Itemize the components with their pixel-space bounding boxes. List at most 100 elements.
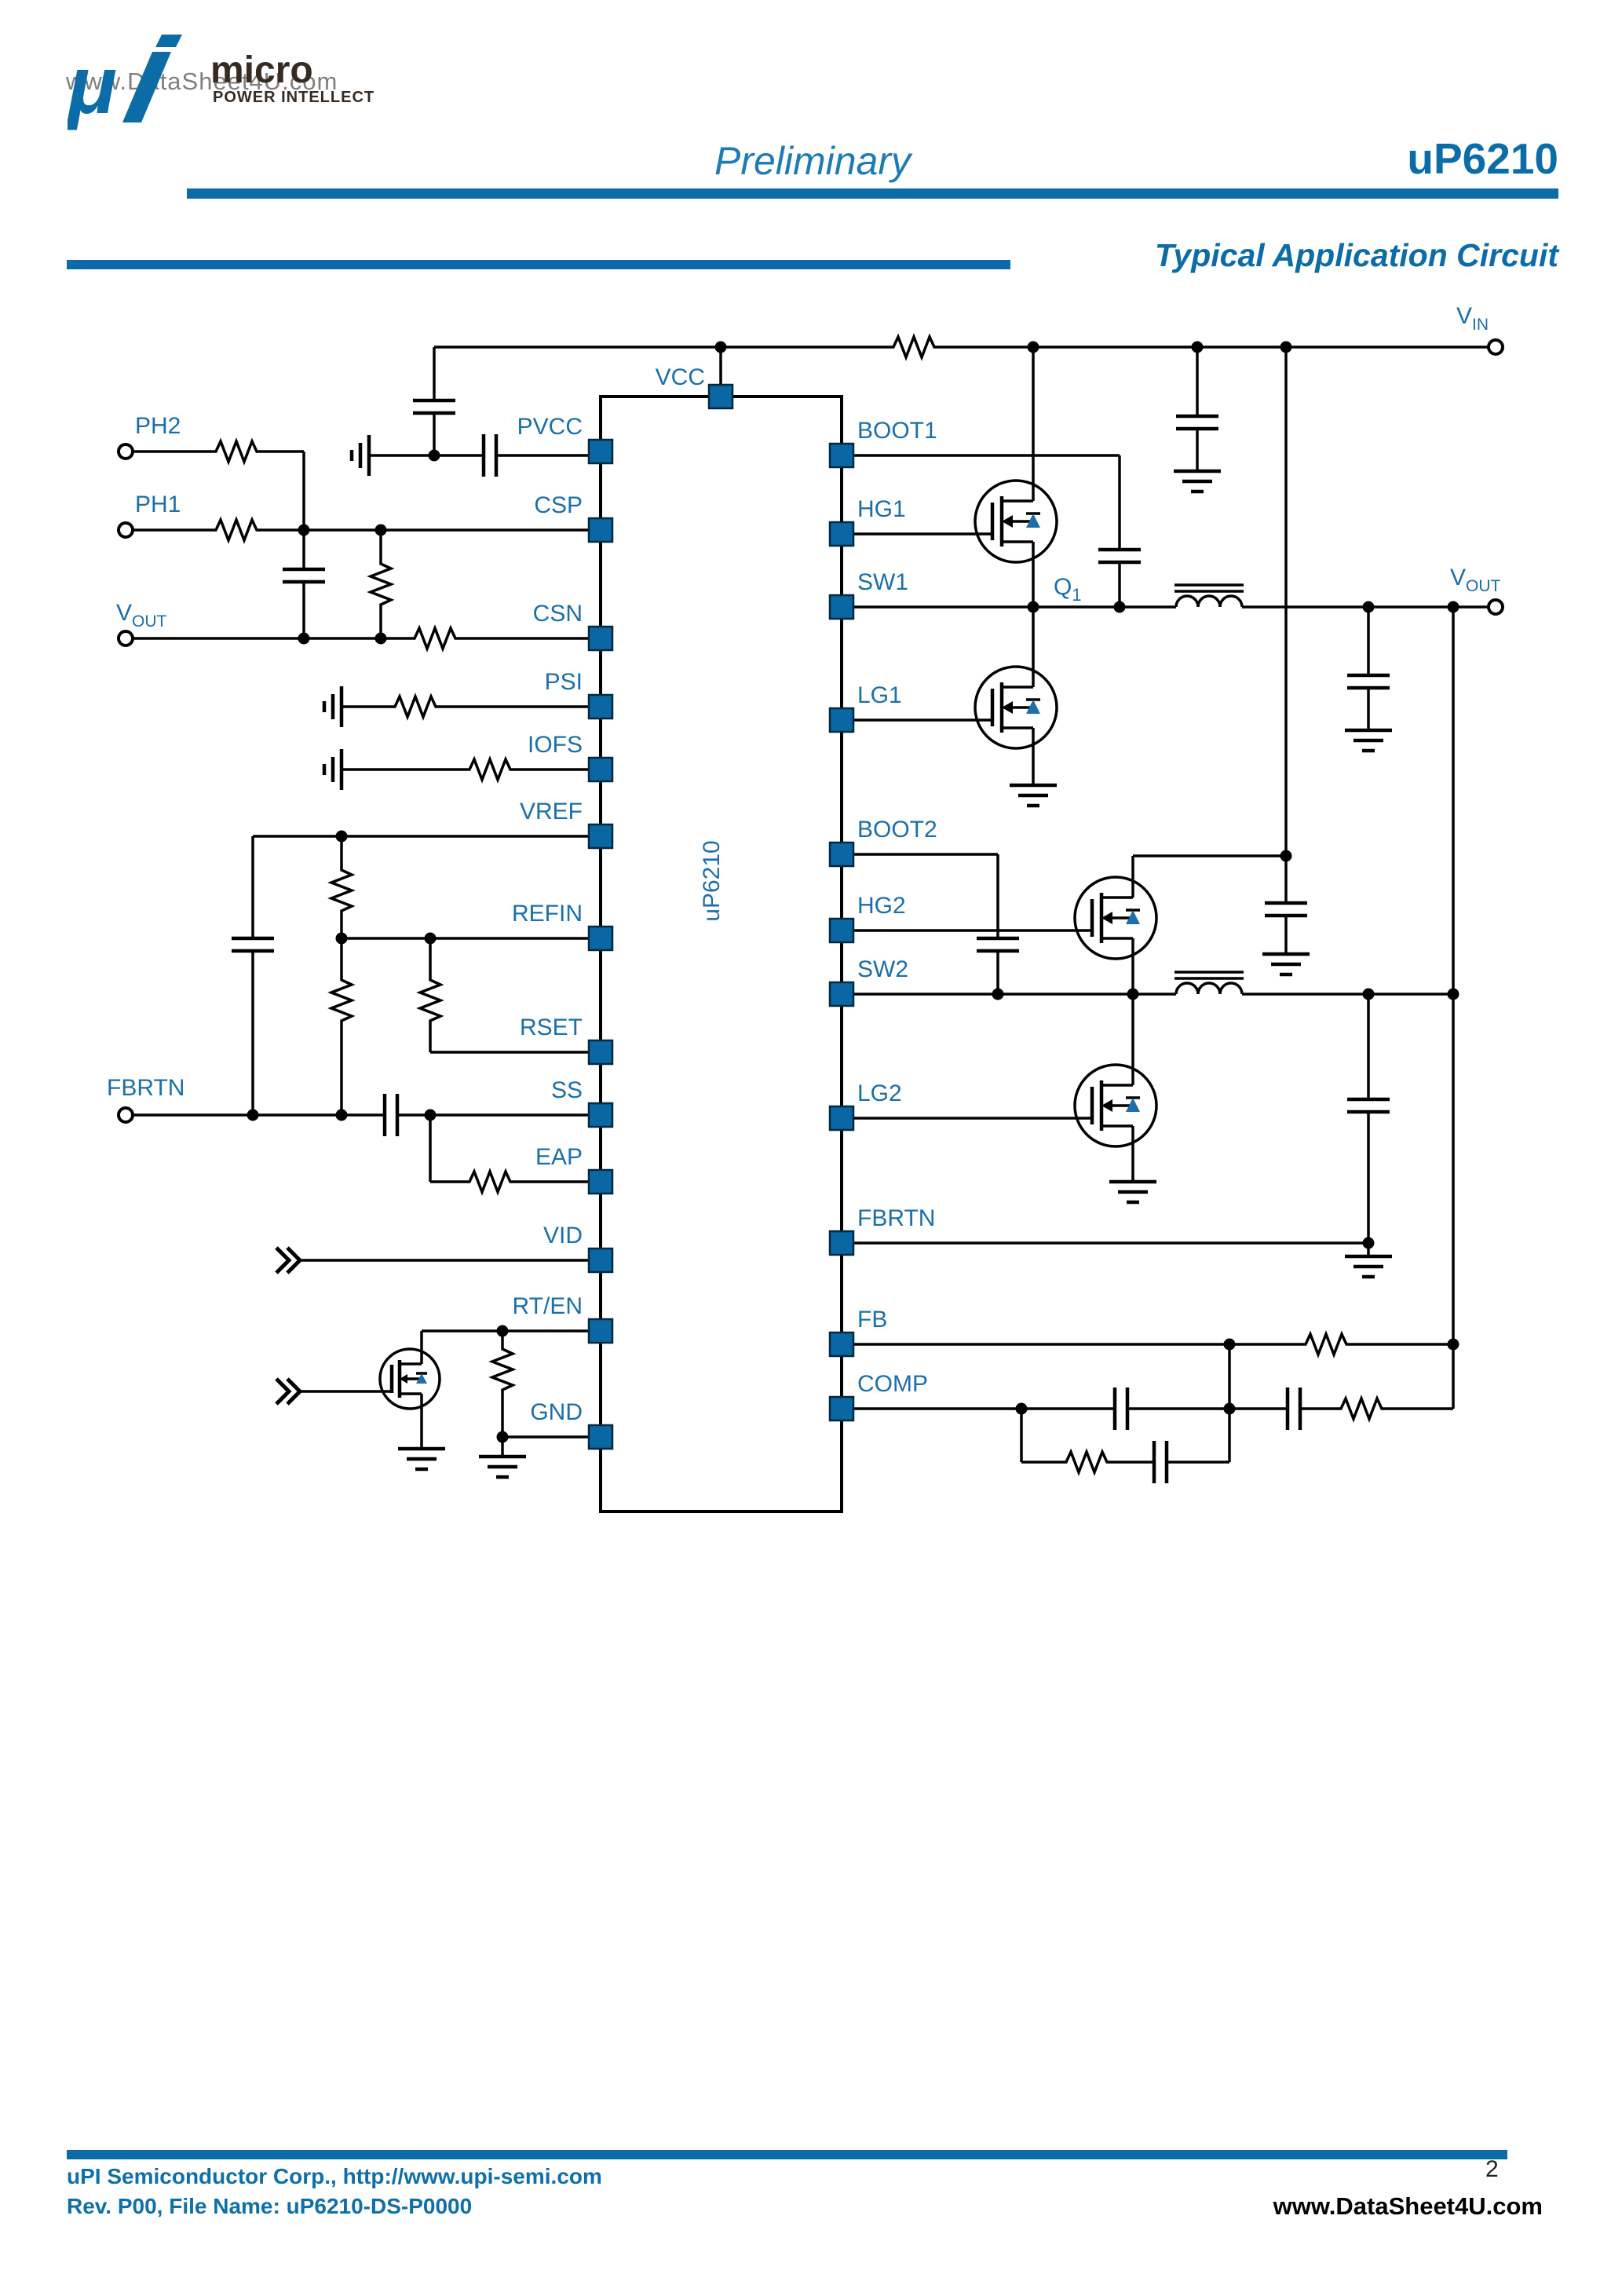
pin-label-hg1: HG1: [857, 496, 906, 522]
capacitor: [1176, 416, 1218, 429]
pin-label-gnd: GND: [530, 1399, 583, 1425]
capacitor: [1115, 1387, 1127, 1430]
pin-label-vid: VID: [543, 1223, 583, 1249]
terminal-vin: [1487, 338, 1504, 356]
pin-label-vref: VREF: [520, 799, 583, 824]
label-fbrtn: FBRTN: [107, 1075, 184, 1101]
ground-icon: [479, 1457, 526, 1477]
terminal-ph2: [117, 443, 134, 460]
pin-label-sw2: SW2: [857, 956, 908, 982]
vin-main: V: [1456, 303, 1472, 329]
pin-label-eap: EAP: [535, 1144, 583, 1170]
capacitor: [1288, 1387, 1300, 1430]
pin-vid: [587, 1247, 614, 1274]
mosfet-low-side-1: [975, 667, 1057, 748]
top-watermark: www.DataSheet4U.com: [66, 68, 338, 95]
vin-sub: IN: [1472, 316, 1489, 334]
pin-boot2: [828, 841, 855, 868]
mosfet-q1-high-side-1: [975, 481, 1057, 562]
resistor: [407, 627, 462, 650]
label-ph2: PH2: [135, 413, 181, 439]
resistor: [208, 518, 263, 542]
ground-icon: [324, 749, 342, 790]
pin-hg2: [828, 917, 855, 944]
footer-rule: [67, 2150, 1507, 2159]
resistors: [208, 335, 1388, 1474]
resistor: [1058, 1450, 1113, 1474]
terminal-vout-right: [1487, 598, 1504, 616]
pin-comp: [828, 1395, 855, 1422]
pin-pvcc: [587, 438, 614, 465]
pin-vcc: [707, 383, 734, 410]
bootstrap-capacitor-1: [1098, 550, 1141, 562]
label-vin: VIN: [1456, 303, 1489, 334]
junctions: [247, 341, 1459, 1443]
pin-label-refin: REFIN: [512, 901, 583, 927]
ic-body: [599, 395, 843, 1513]
resistor: [886, 335, 941, 359]
pin-sw1: [828, 594, 855, 620]
pin-label-comp: COMP: [857, 1371, 928, 1397]
pin-gnd: [587, 1424, 614, 1450]
pin-csp: [587, 517, 614, 543]
vout-main: V: [116, 600, 132, 626]
pin-label-hg2: HG2: [857, 893, 906, 919]
resistor: [1333, 1397, 1388, 1420]
resistor: [330, 972, 353, 1027]
pin-refin: [587, 925, 614, 952]
pin-boot1: [828, 442, 855, 469]
logo-name: micro: [210, 49, 313, 91]
section-title-rule: [67, 260, 1010, 269]
bootstrap-capacitor-2: [977, 938, 1019, 951]
page-number: 2: [1485, 2156, 1499, 2182]
pin-rten: [587, 1318, 614, 1344]
capacitor: [283, 569, 325, 582]
mosfet-enable: [380, 1349, 440, 1409]
vout2-sub: OUT: [1466, 577, 1501, 595]
ground-icon: [324, 686, 342, 727]
ground-icon: [1109, 1182, 1156, 1202]
ground-icon: [1345, 1256, 1392, 1277]
pin-fbrtn: [828, 1230, 855, 1256]
ic-name-label: uP6210: [699, 840, 725, 921]
pin-sw2: [828, 981, 855, 1007]
resistor: [369, 556, 393, 611]
ground-icon: [1174, 471, 1221, 492]
pin-label-fb: FB: [857, 1307, 887, 1333]
ground-icon: [1262, 954, 1310, 974]
resistor: [491, 1341, 514, 1396]
bottom-watermark: www.DataSheet4U.com: [1273, 2192, 1543, 2220]
enable-input-chevron-icon: [276, 1379, 300, 1404]
pin-label-iofs: IOFS: [528, 732, 583, 758]
mosfet-low-side-2: [1075, 1065, 1156, 1146]
ground-icon: [398, 1449, 445, 1469]
pin-label-lg2: LG2: [857, 1080, 902, 1106]
pin-hg1: [828, 521, 855, 547]
doc-status: Preliminary: [714, 139, 911, 183]
pin-label-csn: CSN: [533, 601, 583, 627]
pin-label-lg1: LG1: [857, 682, 902, 708]
pin-label-pvcc: PVCC: [517, 414, 583, 440]
input-capacitor-2: [1265, 903, 1307, 916]
resistor: [1298, 1333, 1353, 1356]
capacitor: [484, 434, 496, 477]
ground-icon: [1345, 730, 1392, 751]
inductor-l2: [1173, 971, 1245, 996]
mosfet-high-side-2: [1075, 877, 1156, 959]
pin-label-rten: RT/EN: [513, 1293, 583, 1319]
output-capacitor-2: [1347, 1099, 1390, 1112]
resistor: [330, 862, 353, 917]
mosfets: [380, 481, 1156, 1409]
logo-glyph: μ: [68, 40, 117, 131]
ground-icon: [1010, 785, 1057, 806]
pin-label-ss: SS: [551, 1077, 583, 1103]
label-ph1: PH1: [135, 492, 181, 517]
header-rule: [187, 188, 1558, 199]
pin-label-rset: RSET: [520, 1015, 583, 1040]
pin-label-boot2: BOOT2: [857, 817, 937, 843]
label-q1: Q1: [1054, 574, 1082, 605]
terminal-vout-left: [117, 630, 134, 647]
pin-label-boot1: BOOT1: [857, 418, 937, 444]
